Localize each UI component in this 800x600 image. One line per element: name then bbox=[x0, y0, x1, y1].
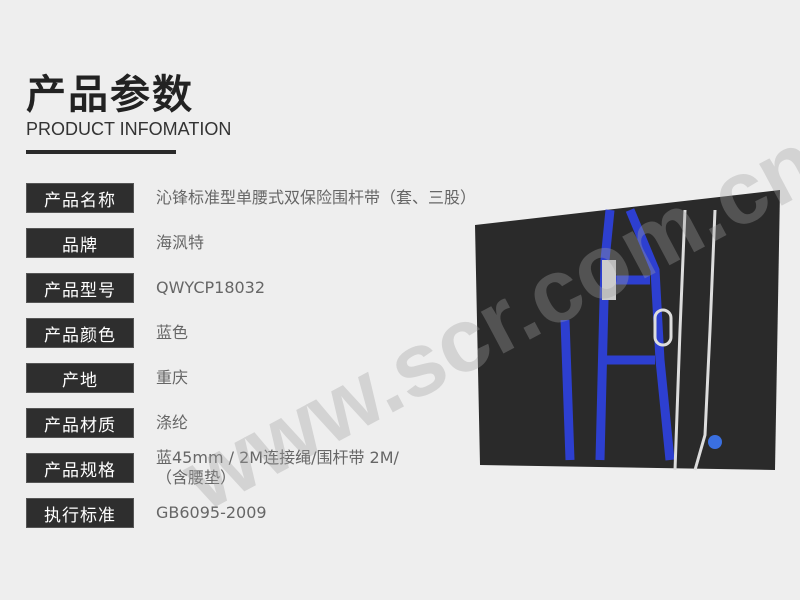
page-title: 产品参数 bbox=[26, 72, 194, 118]
spec-row: 执行标准 GB6095-2009 bbox=[26, 498, 267, 528]
spec-row: 产品规格蓝45mm / 2M连接绳/围杆带 2M/（含腰垫） bbox=[26, 448, 406, 487]
spec-value: 涤纶 bbox=[156, 413, 189, 432]
spec-value: 沁锋标准型单腰式双保险围杆带（套、三股） bbox=[156, 188, 477, 207]
product-image bbox=[475, 190, 780, 471]
spec-value: 蓝色 bbox=[156, 323, 189, 342]
spec-label: 产品材质 bbox=[26, 408, 134, 438]
spec-label: 产品规格 bbox=[26, 453, 134, 483]
spec-label: 品牌 bbox=[26, 228, 134, 258]
spec-value: QWYCP18032 bbox=[156, 278, 266, 297]
spec-label: 产品颜色 bbox=[26, 318, 134, 348]
spec-row: 品牌 海沨特 bbox=[26, 228, 204, 258]
spec-label: 执行标准 bbox=[26, 498, 134, 528]
spec-row: 产品名称 沁锋标准型单腰式双保险围杆带（套、三股） bbox=[26, 183, 476, 213]
spec-value: 海沨特 bbox=[156, 233, 205, 252]
spec-row: 产品颜色 蓝色 bbox=[26, 318, 188, 348]
spec-label: 产品名称 bbox=[26, 183, 134, 213]
spec-value: 重庆 bbox=[156, 368, 189, 387]
spec-value: 蓝45mm / 2M连接绳/围杆带 2M/（含腰垫） bbox=[156, 448, 399, 487]
spec-row: 产品型号 QWYCP18032 bbox=[26, 273, 265, 303]
spec-label: 产品型号 bbox=[26, 273, 134, 303]
page-subtitle: PRODUCT INFOMATION bbox=[26, 119, 232, 139]
title-divider bbox=[26, 150, 176, 154]
spec-value: GB6095-2009 bbox=[156, 503, 267, 522]
spec-row: 产地 重庆 bbox=[26, 363, 188, 393]
spec-row: 产品材质 涤纶 bbox=[26, 408, 188, 438]
spec-label: 产地 bbox=[26, 363, 134, 393]
